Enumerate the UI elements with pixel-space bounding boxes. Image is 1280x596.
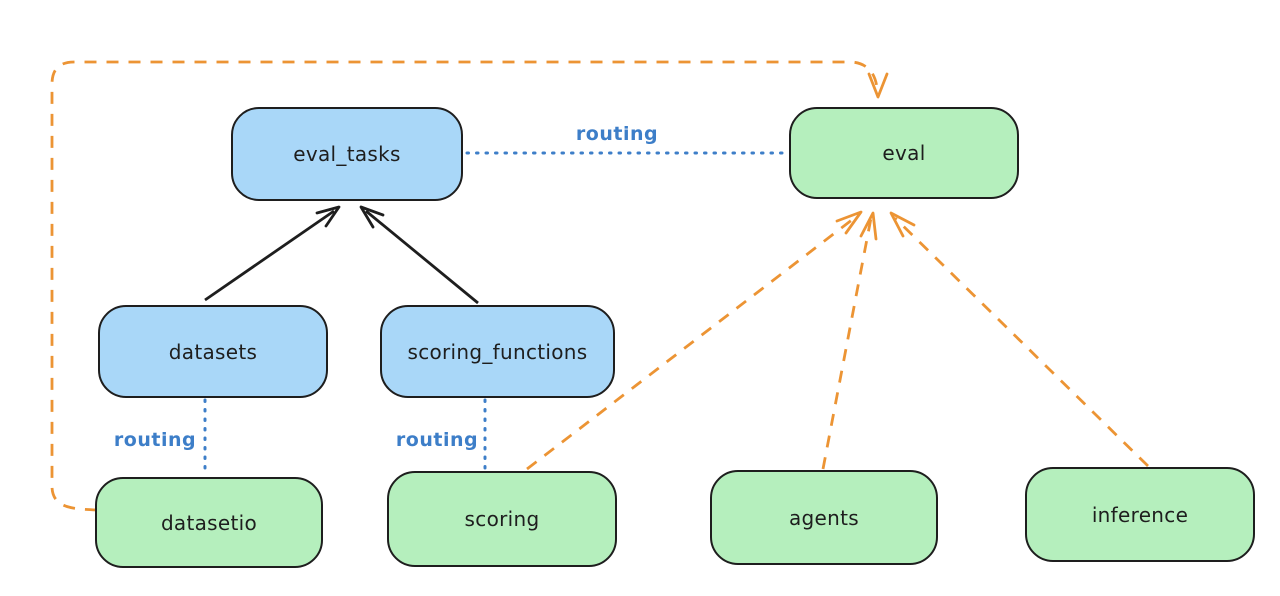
edge-datasets-to-eval-tasks	[204, 209, 335, 302]
node-inference-label: inference	[1091, 502, 1189, 527]
node-inference: inference	[1025, 467, 1255, 562]
arrowhead-scoring-functions-to-eval-tasks	[359, 205, 385, 229]
arrowhead-inference-to-eval	[889, 211, 916, 238]
node-agents: agents	[710, 470, 938, 565]
node-scoring: scoring	[387, 471, 617, 567]
node-datasetio: datasetio	[95, 477, 323, 568]
node-eval-tasks: eval_tasks	[231, 107, 463, 201]
routing-label-top: routing	[576, 123, 658, 145]
arrowhead-agents-to-eval	[859, 211, 878, 241]
node-eval-tasks-label: eval_tasks	[293, 142, 401, 166]
node-agents-label: agents	[789, 505, 859, 530]
node-datasetio-label: datasetio	[160, 510, 258, 535]
node-datasets: datasets	[98, 305, 328, 398]
arrowhead-datasets-to-eval-tasks	[315, 205, 341, 228]
routing-label-datasets: routing	[114, 429, 196, 451]
node-scoring-label: scoring	[464, 507, 540, 531]
edge-scoring-functions-to-eval-tasks	[365, 209, 479, 305]
edge-agents-to-eval	[821, 217, 873, 470]
edge-scoring-to-eval	[526, 214, 858, 471]
node-scoring-functions-label: scoring_functions	[407, 339, 588, 364]
node-scoring-functions: scoring_functions	[380, 305, 615, 398]
node-datasets-label: datasets	[168, 339, 258, 364]
routing-label-scoring: routing	[396, 429, 478, 451]
node-eval-label: eval	[882, 141, 926, 165]
edge-inference-to-eval	[894, 217, 1149, 467]
node-eval: eval	[789, 107, 1019, 199]
arrowhead-datasetio-to-eval-loop	[867, 72, 889, 99]
edge-datasetio-to-eval-loop	[50, 60, 879, 512]
arrowhead-scoring-to-eval	[835, 210, 863, 235]
